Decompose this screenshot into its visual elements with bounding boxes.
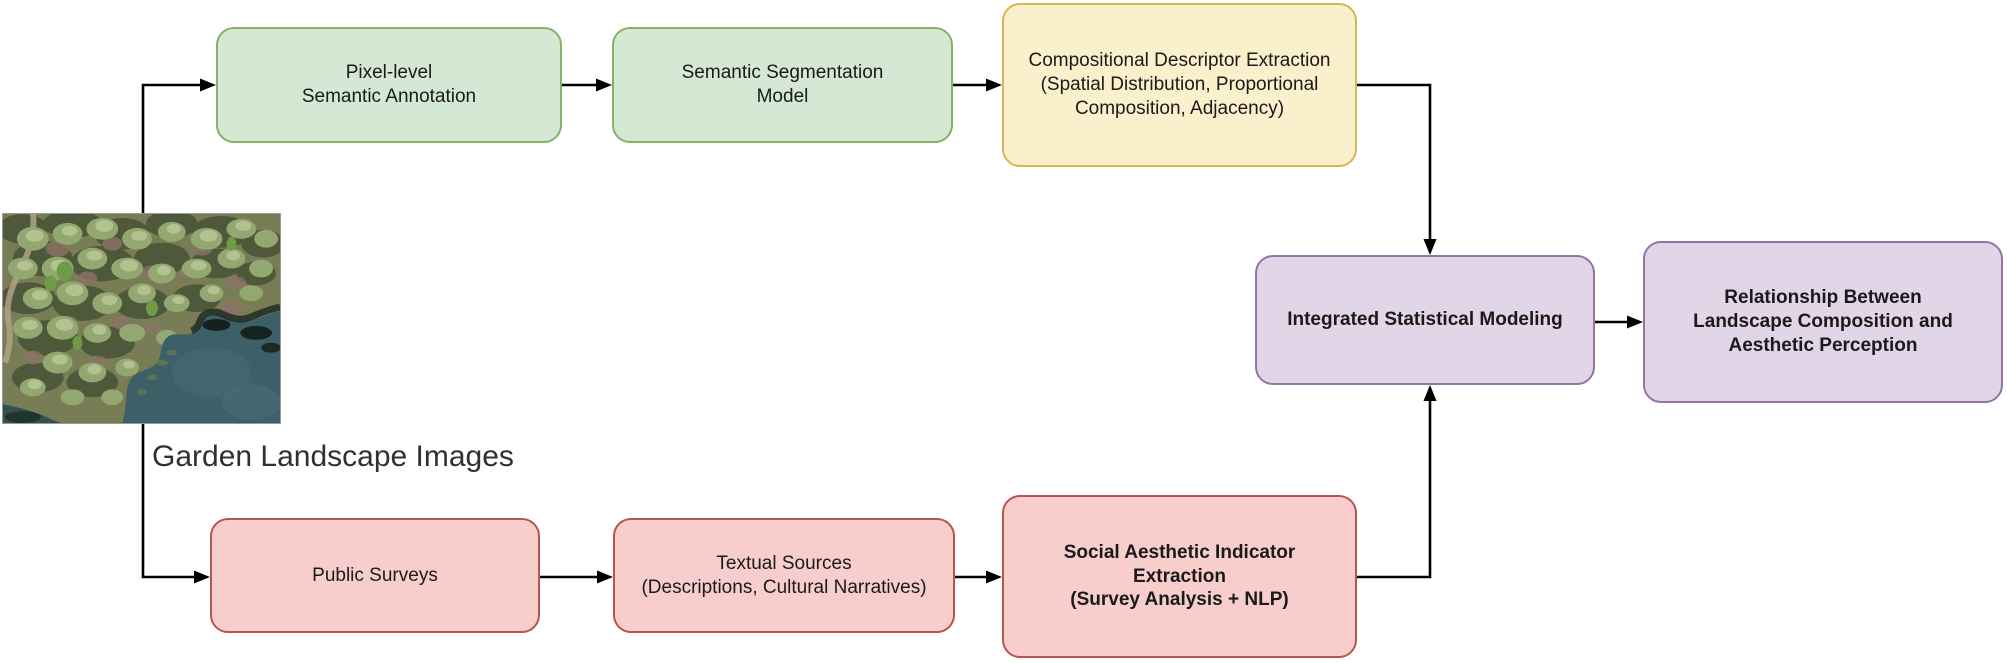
node-label: Semantic Segmentation Model: [681, 62, 884, 107]
node-label: Integrated Statistical Modeling: [1287, 309, 1563, 331]
edge-public-surveys-to-textual-sources: [540, 570, 613, 584]
node-compositional-descriptor-extraction: Compositional Descriptor Extraction (Spa…: [1002, 3, 1357, 167]
node-pixel-level-semantic-annotation: Pixel-level Semantic Annotation: [216, 27, 562, 143]
node-label: Textual Sources (Descriptions, Cultural …: [641, 552, 927, 598]
edge-social-indicator-to-modeling: [1357, 385, 1437, 579]
node-relationship-landscape-aesthetic: Relationship Between Landscape Compositi…: [1643, 241, 2003, 403]
node-textual-sources: Textual Sources (Descriptions, Cultural …: [613, 518, 955, 633]
edge-image-to-public-surveys: [141, 424, 210, 584]
photo-caption: Garden Landscape Images: [152, 440, 514, 473]
edge-pixel-annotation-to-segmentation: [562, 78, 612, 92]
edge-modeling-to-relationship: [1595, 315, 1643, 329]
node-social-aesthetic-indicator-extraction: Social Aesthetic Indicator Extraction (S…: [1002, 495, 1357, 658]
edge-descriptor-to-modeling: [1357, 83, 1437, 255]
edge-segmentation-to-descriptor: [953, 78, 1002, 92]
edge-textual-sources-to-social-indicator: [955, 570, 1002, 584]
node-label: Compositional Descriptor Extraction (Spa…: [1028, 50, 1331, 119]
node-label: Public Surveys: [312, 564, 438, 586]
node-integrated-statistical-modeling: Integrated Statistical Modeling: [1255, 255, 1595, 385]
aerial-forest-lake-image: [3, 214, 280, 423]
edge-image-to-pixel-annotation: [141, 78, 216, 213]
node-label: Social Aesthetic Indicator Extraction (S…: [1063, 541, 1296, 611]
node-label: Relationship Between Landscape Compositi…: [1693, 287, 1953, 356]
node-label: Pixel-level Semantic Annotation: [301, 62, 477, 107]
garden-landscape-photo: [2, 213, 281, 424]
node-semantic-segmentation-model: Semantic Segmentation Model: [612, 27, 953, 143]
node-public-surveys: Public Surveys: [210, 518, 540, 633]
